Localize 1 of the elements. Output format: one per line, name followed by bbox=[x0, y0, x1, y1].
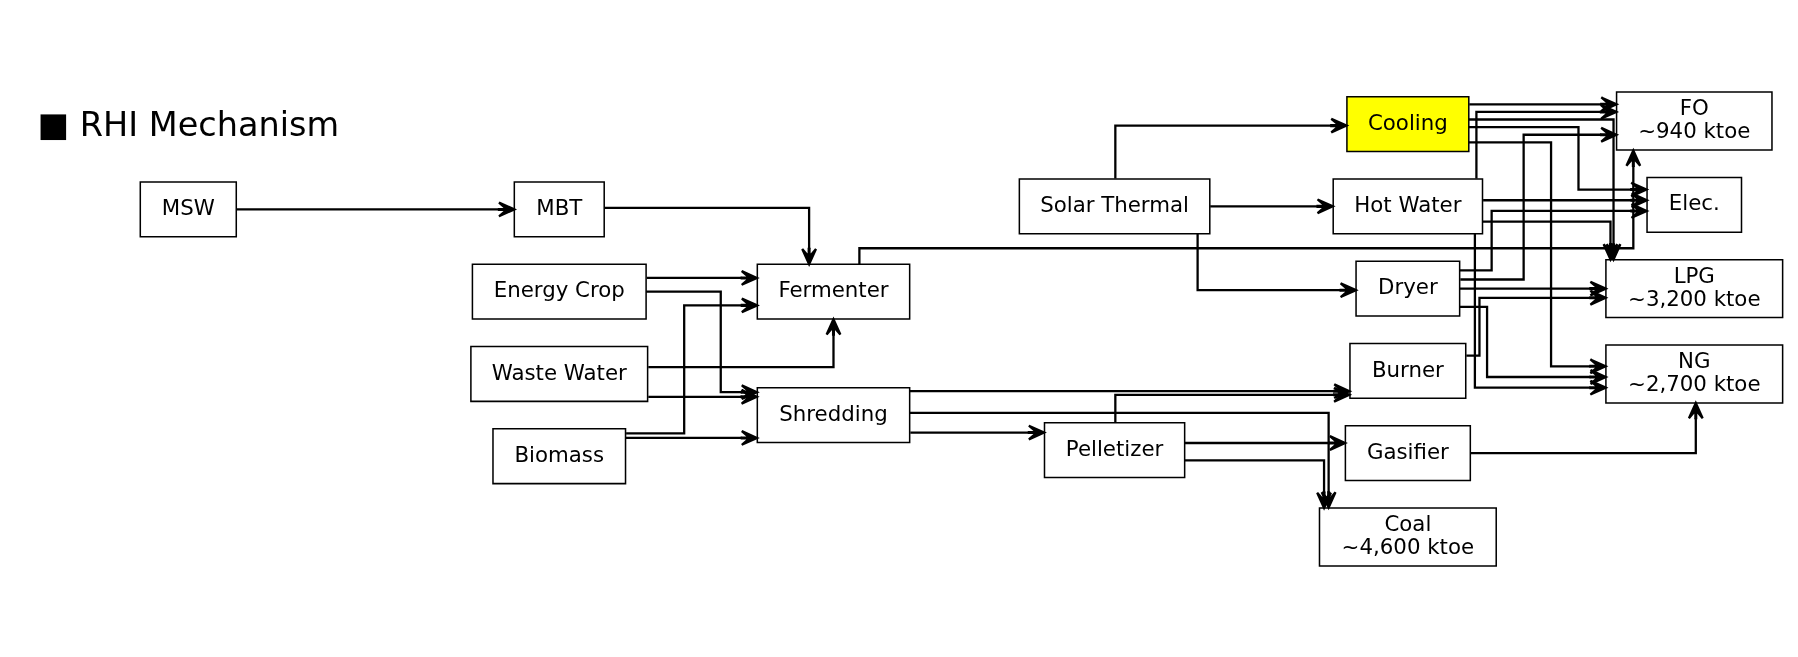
label: ■ RHI Mechanism bbox=[37, 104, 340, 144]
